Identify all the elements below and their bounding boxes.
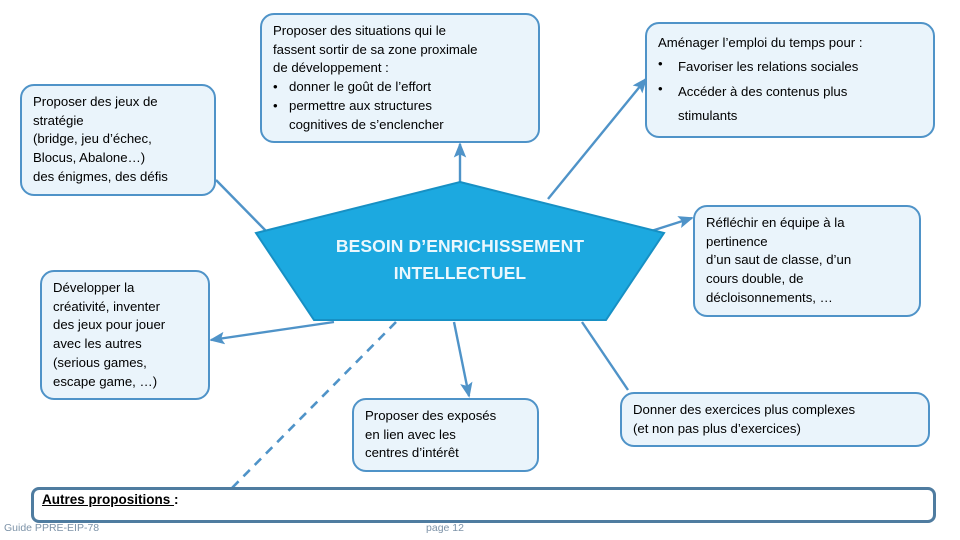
node-creativite-line-4: (serious games,	[53, 354, 147, 370]
node-reflechir-line-3: cours double, de	[706, 271, 804, 287]
node-exercices-line-1: (et non pas plus d’exercices)	[633, 420, 801, 436]
node-proposer-exposes[interactable]: Proposer des exposés en lien avec les ce…	[352, 398, 539, 473]
node-situations-bullet-0-text: donner le goût de l’effort	[289, 79, 431, 95]
node-creativite-line-1: créativité, inventer	[53, 298, 161, 314]
node-situations-bullet-1-text-b: cognitives de s’enclencher	[289, 116, 444, 132]
other-proposals-box[interactable]	[31, 487, 936, 523]
node-jeux-line-3: Blocus, Abalone…)	[33, 150, 146, 166]
node-situations-line-1: fassent sortir de sa zone proximale	[273, 41, 478, 57]
bullet-icon: •	[273, 79, 278, 95]
connector-exercices	[581, 321, 629, 391]
node-jeux-line-1: stratégie	[33, 112, 84, 128]
node-situations-bullet-1: • permettre aux structures cognitives de…	[273, 97, 528, 134]
connector-exposes	[452, 321, 473, 398]
node-jeux-line-0: Proposer des jeux de	[33, 94, 158, 109]
footer-guide-text: Guide PPRE-EIP-78	[4, 522, 100, 534]
node-jeux-de-strategie[interactable]: Proposer des jeux de stratégie (bridge, …	[20, 84, 216, 196]
node-emploi-bullet-1-text-b: stimulants	[678, 108, 738, 124]
node-emploi-line-0: Aménager l’emploi du temps pour :	[658, 35, 863, 50]
other-proposals-label-text: Autres propositions	[42, 492, 175, 507]
connector-creativite	[209, 320, 335, 345]
bullet-icon: •	[658, 56, 663, 72]
node-situations-bullet-0: • donner le goût de l’effort	[273, 78, 528, 97]
node-emploi-bullet-1: • Accéder à des contenus plus stimulants	[658, 80, 923, 129]
node-reflechir-line-4: décloisonnements, …	[706, 289, 833, 305]
node-situations-zone-proximale[interactable]: Proposer des situations qui le fassent s…	[260, 13, 540, 144]
node-amenager-emploi-du-temps[interactable]: Aménager l’emploi du temps pour : • Favo…	[645, 22, 935, 138]
node-emploi-bullet-0-text: Favoriser les relations sociales	[678, 59, 859, 75]
node-jeux-line-4: des énigmes, des défis	[33, 168, 168, 184]
node-reflechir-line-0: Réfléchir en équipe à la	[706, 215, 845, 230]
node-exposes-line-0: Proposer des exposés	[365, 408, 497, 423]
node-emploi-bullet-0: • Favoriser les relations sociales	[658, 55, 923, 79]
footer-page-number: page 12	[426, 522, 464, 534]
other-proposals-colon: :	[174, 492, 179, 507]
node-creativite-line-5: escape game, …)	[53, 373, 158, 389]
node-reflechir-en-equipe[interactable]: Réfléchir en équipe à la pertinence d’un…	[693, 205, 921, 317]
other-proposals-label: Autres propositions :	[42, 492, 179, 507]
node-situations-bullet-1-text-a: permettre aux structures	[289, 97, 432, 113]
central-pentagon-shape	[254, 180, 666, 321]
node-donner-exercices-complexes[interactable]: Donner des exercices plus complexes (et …	[620, 392, 930, 448]
node-reflechir-line-2: d’un saut de classe, d’un	[706, 252, 852, 268]
node-creativite-line-3: avec les autres	[53, 336, 142, 352]
node-exposes-line-2: centres d’intérêt	[365, 445, 459, 461]
bullet-icon: •	[658, 80, 663, 96]
node-reflechir-line-1: pertinence	[706, 233, 768, 249]
node-exposes-line-1: en lien avec les	[365, 426, 456, 442]
bullet-icon: •	[273, 97, 278, 113]
node-developper-creativite[interactable]: Développer la créativité, inventer des j…	[40, 270, 210, 401]
node-emploi-bullet-1-text-a: Accéder à des contenus plus	[678, 83, 848, 99]
node-situations-line-2: de développement :	[273, 60, 389, 76]
node-situations-line-0: Proposer des situations qui le	[273, 23, 447, 38]
node-creativite-line-0: Développer la	[53, 280, 135, 295]
node-exercices-line-0: Donner des exercices plus complexes	[633, 402, 856, 417]
node-jeux-line-2: (bridge, jeu d’échec,	[33, 131, 152, 147]
node-creativite-line-2: des jeux pour jouer	[53, 317, 166, 333]
